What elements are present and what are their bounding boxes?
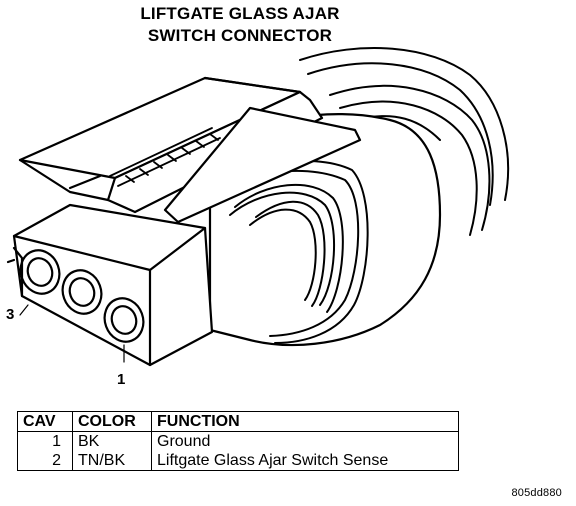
diagram-title-line1: LIFTGATE GLASS AJAR [140,4,340,23]
table-row: 2 TN/BK Liftgate Glass Ajar Switch Sense [17,451,459,471]
cell-color: TN/BK [72,451,152,471]
cell-color: BK [72,431,152,451]
cell-function: Ground [151,431,459,451]
latch-grip [109,127,221,187]
pinout-table: CAV COLOR FUNCTION 1 BK Ground 2 TN/BK L… [17,411,459,471]
cell-cav: 1 [17,431,73,451]
header-function: FUNCTION [151,411,459,432]
table-row: 1 BK Ground [17,431,459,451]
table-header-row: CAV COLOR FUNCTION [17,411,459,432]
cavity-openings [19,249,145,343]
figure-code: 805dd880 [511,487,562,499]
cavity-3-callout: 3 [6,306,15,323]
cavity-1-callout: 1 [117,371,126,388]
cell-cav: 2 [17,451,73,471]
wire-bundle [299,47,509,236]
connector-illustration [6,47,509,367]
diagram-title-line2: SWITCH CONNECTOR [147,26,333,45]
leader-line-3 [19,304,29,316]
header-color: COLOR [72,411,152,432]
cell-function: Liftgate Glass Ajar Switch Sense [151,451,459,471]
header-cav: CAV [17,411,73,432]
